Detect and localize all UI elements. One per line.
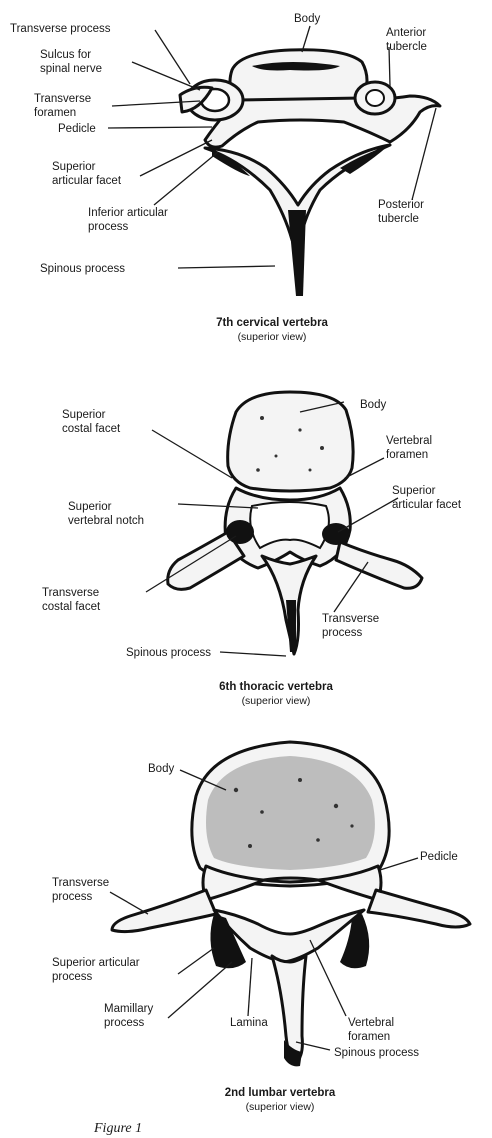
thoracic-superior-articular-facet-label-line1: Superior	[392, 485, 436, 497]
thoracic-body-label: Body	[360, 399, 386, 411]
lumbar-superior-articular-process-label-line2: process	[52, 971, 93, 983]
thoracic-superior-vertebral-notch-label-line2: vertebral notch	[68, 515, 144, 527]
thoracic-caption: 6th thoracic vertebra	[219, 681, 333, 693]
thoracic-transverse-costal-facet-label-line1: Transverse	[42, 587, 99, 599]
thoracic-view-caption: (superior view)	[242, 695, 311, 707]
lumbar-vertebral-foramen-label-line1: Vertebral	[348, 1017, 394, 1029]
cervical-posterior-tubercle-label-line1: Posterior	[378, 199, 424, 211]
cervical-superior-facet-label-line1: Superior	[52, 161, 96, 173]
lumbar-pedicle-label: Pedicle	[420, 851, 458, 863]
cervical-pedicle-label: Pedicle	[58, 123, 96, 135]
cervical-spinous-process-label: Spinous process	[40, 263, 125, 275]
cervical-inferior-process-label-line2: process	[88, 221, 129, 233]
thoracic-transverse-process-label-line1: Transverse	[322, 613, 379, 625]
cervical-sulcus-label-line1: Sulcus for	[40, 49, 91, 61]
lumbar-mamillary-process-label-line1: Mamillary	[104, 1003, 153, 1015]
cervical-transverse-foramen-label-line2: foramen	[34, 107, 76, 119]
cervical-body-label: Body	[294, 13, 320, 25]
lumbar-lamina-label: Lamina	[230, 1017, 268, 1029]
lumbar-body-label: Body	[148, 763, 174, 775]
lumbar-caption: 2nd lumbar vertebra	[225, 1087, 336, 1099]
cervical-anterior-tubercle-label-line1: Anterior	[386, 27, 426, 39]
lumbar-vertebra-illustration	[112, 742, 470, 1066]
thoracic-superior-costal-facet-label-line1: Superior	[62, 409, 106, 421]
thoracic-transverse-costal-facet-label-line2: costal facet	[42, 601, 101, 613]
cervical-transverse-foramen-label-line1: Transverse	[34, 93, 91, 105]
thoracic-spinous-process-label: Spinous process	[126, 647, 211, 659]
lumbar-mamillary-process-label-line2: process	[104, 1017, 145, 1029]
lumbar-transverse-process-label-line2: process	[52, 891, 93, 903]
cervical-sulcus-label-line2: spinal nerve	[40, 63, 102, 75]
thoracic-vertebral-foramen-label-line1: Vertebral	[386, 435, 432, 447]
thoracic-superior-vertebral-notch-label-line1: Superior	[68, 501, 112, 513]
thoracic-vertebra-illustration	[168, 392, 422, 654]
thoracic-superior-articular-facet-label-line2: articular facet	[392, 499, 462, 511]
cervical-transverse-process-label: Transverse process	[10, 23, 111, 35]
lumbar-vertebral-foramen-label-line2: foramen	[348, 1031, 390, 1043]
cervical-caption: 7th cervical vertebra	[216, 317, 328, 329]
cervical-anterior-tubercle-label-line2: tubercle	[386, 41, 427, 53]
cervical-posterior-tubercle-label-line2: tubercle	[378, 213, 419, 225]
cervical-inferior-process-label-line1: Inferior articular	[88, 207, 168, 219]
lumbar-superior-articular-process-label-line1: Superior articular	[52, 957, 140, 969]
lumbar-transverse-process-label-line1: Transverse	[52, 877, 109, 889]
lumbar-spinous-process-label: Spinous process	[334, 1047, 419, 1059]
cervical-superior-facet-label-line2: articular facet	[52, 175, 122, 187]
cervical-view-caption: (superior view)	[238, 331, 307, 343]
cervical-vertebra-illustration	[180, 50, 440, 296]
figure-label: Figure 1	[93, 1121, 142, 1136]
lumbar-view-caption: (superior view)	[246, 1101, 315, 1113]
thoracic-transverse-process-label-line2: process	[322, 627, 363, 639]
thoracic-superior-costal-facet-label-line2: costal facet	[62, 423, 121, 435]
thoracic-vertebral-foramen-label-line2: foramen	[386, 449, 428, 461]
